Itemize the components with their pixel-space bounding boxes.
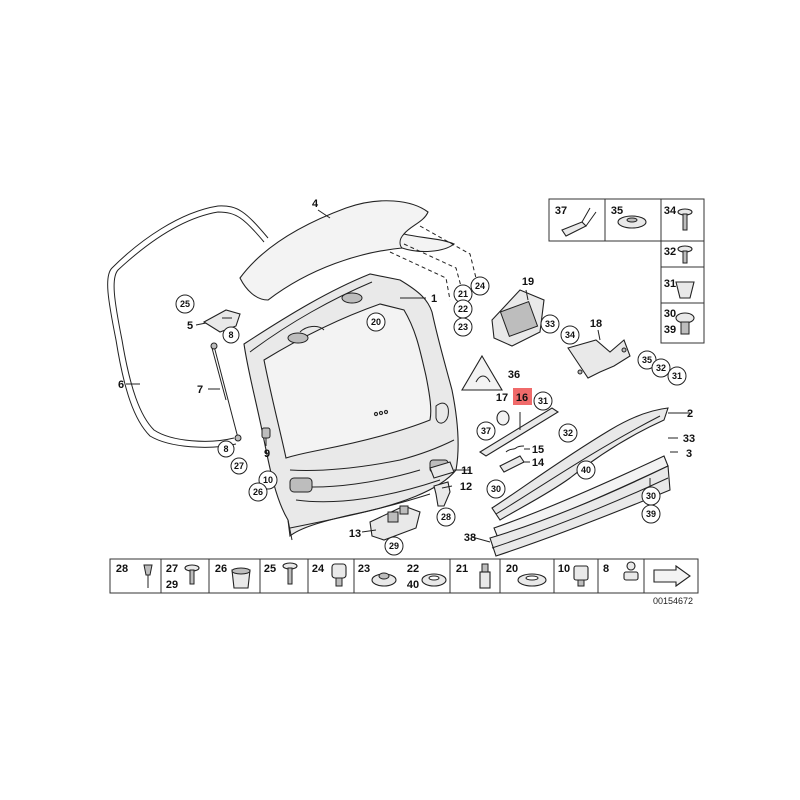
- latch-11: [429, 461, 455, 479]
- callout-circles: [175, 276, 687, 556]
- bottom-label-27: 27: [166, 563, 178, 575]
- callout-19: 19: [522, 276, 534, 288]
- side-parts-table: 37 35 34 32 31 30 39: [548, 198, 705, 344]
- callout-2: 2: [687, 408, 693, 420]
- table-label-35: 35: [611, 205, 623, 217]
- highlight-box-16: [513, 388, 532, 405]
- gas-strut: [208, 342, 242, 442]
- callout-24-main: 24: [475, 281, 485, 291]
- warning-triangle: [461, 354, 503, 391]
- bottom-label-24: 24: [312, 563, 325, 575]
- callout-10-main: 10: [263, 475, 273, 485]
- bottom-parts-table: 28 27 29 26 25 24 23 22 40 21 20 10 8: [109, 558, 699, 594]
- table-label-39: 39: [664, 324, 676, 336]
- callout-27-main: 27: [234, 461, 244, 471]
- callout-37-main: 37: [481, 426, 491, 436]
- table-label-30: 30: [664, 308, 676, 320]
- callout-28-main: 28: [441, 512, 451, 522]
- callout-15: 15: [532, 444, 544, 456]
- callout-32-trim: 32: [563, 428, 573, 438]
- fastener-9: [261, 427, 271, 446]
- callout-29-main: 29: [389, 541, 399, 551]
- callout-1: 1: [431, 293, 437, 305]
- callout-8-top: 8: [228, 330, 233, 340]
- bottom-label-8: 8: [603, 563, 609, 575]
- bottom-label-26: 26: [215, 563, 227, 575]
- callout-31-trim: 31: [538, 396, 548, 406]
- callout-30-bumper: 30: [646, 491, 656, 501]
- callout-36: 36: [508, 369, 520, 381]
- callout-23-main: 23: [458, 322, 468, 332]
- bottom-label-29: 29: [166, 579, 178, 591]
- clip-14: [499, 455, 525, 473]
- bottom-label-21: 21: [456, 563, 468, 575]
- callout-39-bumper: 39: [646, 509, 656, 519]
- diagram-reference-number: 00154672: [653, 596, 693, 606]
- callout-22-main: 22: [458, 304, 468, 314]
- callout-labels: 4 1 6 5 7 9 11 12 13 19 18 36 17 16 15 1…: [118, 198, 695, 551]
- callout-20-main: 20: [371, 317, 381, 327]
- callout-14: 14: [532, 457, 545, 469]
- table-label-34: 34: [664, 205, 677, 217]
- callout-30-main: 30: [491, 484, 501, 494]
- bottom-label-25: 25: [264, 563, 276, 575]
- callout-7: 7: [197, 384, 203, 396]
- bottom-label-28: 28: [116, 563, 128, 575]
- bracket-18: [567, 339, 631, 379]
- bottom-label-22: 22: [407, 563, 419, 575]
- tailgate-body: [243, 273, 459, 541]
- callout-18: 18: [590, 318, 602, 330]
- table-label-37: 37: [555, 205, 567, 217]
- callout-17: 17: [496, 392, 508, 404]
- bottom-label-40: 40: [407, 579, 419, 591]
- callout-33: 33: [683, 433, 695, 445]
- callout-26-main: 26: [253, 487, 263, 497]
- callout-4: 4: [312, 198, 319, 210]
- bottom-label-23: 23: [358, 563, 370, 575]
- callout-40-main: 40: [581, 465, 591, 475]
- callout-11: 11: [461, 465, 473, 477]
- clip-15: [505, 445, 525, 453]
- trim-strip-16: [478, 407, 560, 457]
- rear-spoiler: [239, 200, 456, 301]
- callout-16: 16: [516, 392, 528, 404]
- callout-5: 5: [187, 320, 193, 332]
- callout-35-bracket: 35: [642, 355, 652, 365]
- callout-3: 3: [686, 448, 692, 460]
- callout-8-bottom: 8: [223, 444, 228, 454]
- buffer-12: [433, 481, 451, 507]
- leader-lines: [126, 209, 690, 543]
- table-label-31: 31: [664, 278, 676, 290]
- license-plate-bracket: [491, 289, 545, 347]
- bottom-label-10: 10: [558, 563, 570, 575]
- lock-mechanism: [369, 505, 421, 541]
- callout-32-bracket: 32: [656, 363, 666, 373]
- bottom-label-20: 20: [506, 563, 518, 575]
- callout-34-plate: 34: [565, 330, 575, 340]
- callout-12: 12: [460, 481, 472, 493]
- gasket-17: [496, 410, 510, 426]
- callout-38: 38: [464, 532, 476, 544]
- callout-25-main: 25: [180, 299, 190, 309]
- spoiler-connector-lines: [389, 225, 477, 301]
- callout-9: 9: [264, 448, 270, 460]
- callout-21-main: 21: [458, 289, 468, 299]
- callout-13: 13: [349, 528, 361, 540]
- tailgate-seal: [107, 205, 269, 448]
- table-label-32: 32: [664, 246, 676, 258]
- callout-31-bracket: 31: [672, 371, 682, 381]
- callout-6: 6: [118, 379, 124, 391]
- callout-33-plate: 33: [545, 319, 555, 329]
